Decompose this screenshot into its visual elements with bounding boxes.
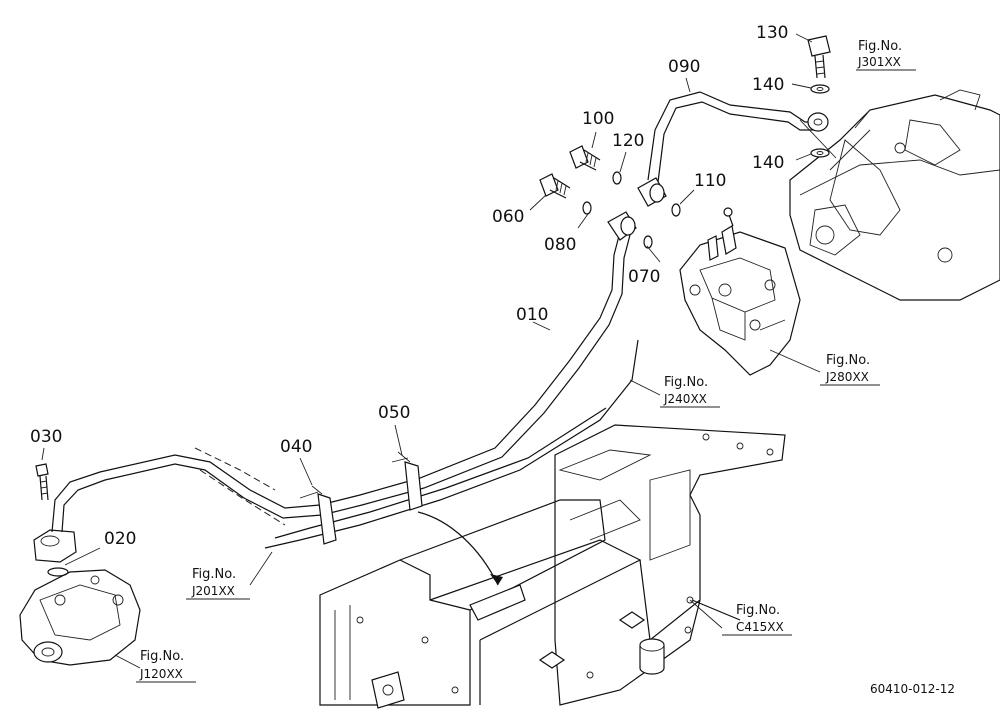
label-110: 110 [694,171,726,191]
lift-housing [789,89,1000,301]
fig-ref-c415: Fig.No. C415XX [722,603,792,636]
label-040: 040 [280,437,312,457]
fig-ref-j280: Fig.No. J280XX [820,353,880,386]
chassis-frame [319,424,786,709]
label-010: 010 [516,305,548,325]
svg-text:C415XX: C415XX [736,620,784,634]
label-090: 090 [668,57,700,77]
svg-text:Fig.No.: Fig.No. [858,39,902,54]
label-050: 050 [378,403,410,423]
svg-text:Fig.No.: Fig.No. [192,567,236,582]
label-100: 100 [582,109,614,129]
fittings [299,35,831,545]
label-070: 070 [628,267,660,287]
label-130: 130 [756,23,788,43]
svg-text:Fig.No.: Fig.No. [140,649,184,664]
drawing-code: 60410-012-12 [870,682,955,696]
svg-text:Fig.No.: Fig.No. [826,353,870,368]
fig-ref-j301: Fig.No. J301XX [856,39,916,71]
label-020: 020 [104,529,136,549]
label-060: 060 [492,207,524,227]
label-140-lower: 140 [752,153,784,173]
svg-text:Fig.No.: Fig.No. [736,603,780,618]
control-valve [679,207,801,376]
delivery-pipe [51,231,639,549]
svg-text:Fig.No.: Fig.No. [664,375,708,390]
svg-text:J240XX: J240XX [663,392,707,406]
label-120: 120 [612,131,644,151]
return-pipe [647,91,815,183]
fig-ref-j201: Fig.No. J201XX [186,567,250,600]
label-030: 030 [30,427,62,447]
fig-ref-j240: Fig.No. J240XX [660,375,720,408]
hydraulic-pump [19,463,141,666]
svg-text:J301XX: J301XX [857,55,901,69]
part-labels: 010 020 030 040 050 060 070 080 090 100 … [30,23,788,549]
figure-references: Fig.No. J301XX Fig.No. J280XX Fig.No. J2… [136,39,916,683]
svg-text:J280XX: J280XX [825,370,869,384]
fig-ref-j120: Fig.No. J120XX [136,649,196,683]
svg-text:J120XX: J120XX [139,667,183,681]
label-140-upper: 140 [752,75,784,95]
svg-text:J201XX: J201XX [191,584,235,598]
leader-lines [41,33,871,669]
label-080: 080 [544,235,576,255]
